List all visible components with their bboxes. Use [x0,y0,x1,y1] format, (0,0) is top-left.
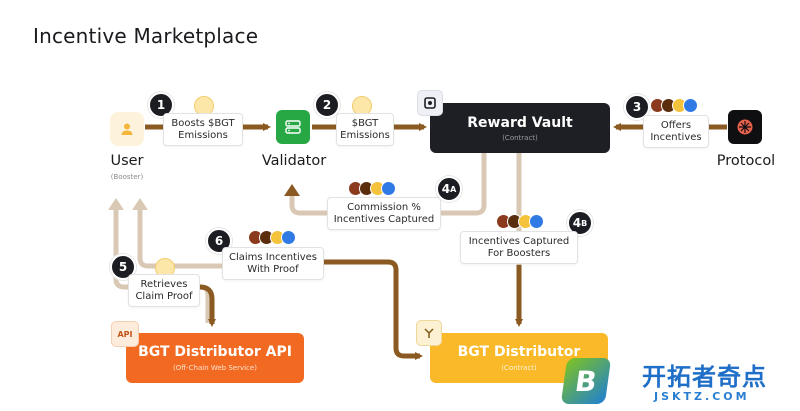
arrow-user-to-distributor-light [137,206,240,269]
incentive-tokens-icon [496,214,548,231]
vault-icon [417,90,443,116]
api-badge-icon: API [111,321,139,347]
incentive-tokens-icon [348,181,400,198]
user-icon [121,123,133,135]
incentive-tokens-icon [650,98,702,115]
user-label: User [110,153,144,169]
reward-vault-label: Reward Vault [467,115,573,131]
user-sublabel: (Booster) [110,173,144,181]
bgt-distributor-api-node[interactable]: BGT Distributor API (Off-Chain Web Servi… [126,333,304,383]
protocol-node[interactable] [728,110,762,144]
bgt-distributor-sublabel: (Contract) [501,364,537,372]
bgt-distributor-label: BGT Distributor [457,344,581,360]
distributor-icon [416,320,442,346]
reward-vault-node[interactable]: Reward Vault (Contract) [430,103,610,153]
page-title: Incentive Marketplace [33,24,259,48]
reward-vault-sublabel: (Contract) [502,134,538,142]
protocol-label: Protocol [716,153,776,169]
user-node[interactable] [110,112,144,146]
bgt-distributor-api-label: BGT Distributor API [138,344,292,360]
watermark-logo: B [560,358,612,404]
watermark-url: JSKTZ.COM [654,390,750,403]
step-2-badge: 2 [314,92,340,118]
protocol-icon [737,119,753,135]
arrow-to-api [180,284,216,327]
bgt-distributor-api-sublabel: (Off-Chain Web Service) [173,364,257,372]
watermark: B 开拓者奇点 JSKTZ.COM [556,352,800,411]
arrow-user-to-distributor [320,259,423,360]
watermark-brand: 开拓者奇点 [642,363,767,391]
step-3-badge: 3 [624,94,650,120]
validator-label: Validator [261,153,327,169]
step-4a-label: Commission %Incentives Captured [327,197,441,230]
incentive-tokens-icon [248,230,300,247]
server-icon [285,120,301,134]
validator-node[interactable] [276,110,310,144]
step-6-badge: 6 [206,228,232,254]
